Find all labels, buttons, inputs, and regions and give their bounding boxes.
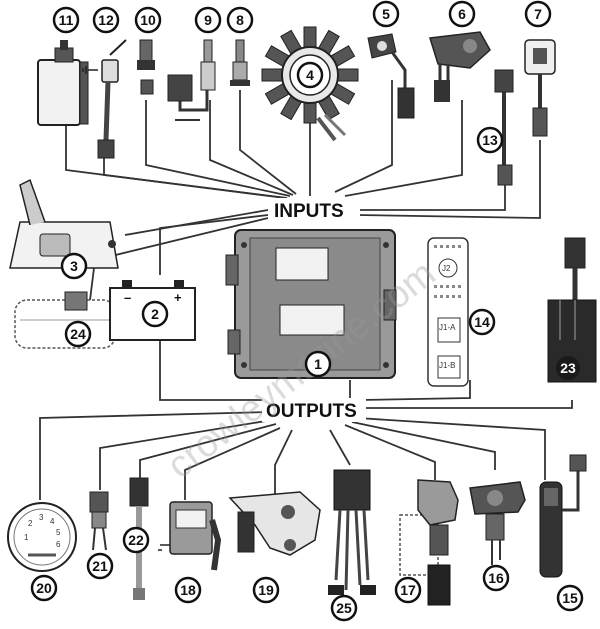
component-11-relay-box [37,40,89,126]
component-18-ignition-coil [158,501,222,571]
component-7-map-sensor [524,39,556,137]
component-13-harness [494,69,514,186]
component-12-sender [82,39,127,159]
callout-4-number: 4 [306,67,314,83]
callout-4: 4 [296,61,324,89]
callout-1: 1 [304,350,332,378]
inputs-heading-bg [268,198,360,222]
callout-21-number: 21 [92,558,108,574]
callout-7-number: 7 [534,6,542,22]
callout-6: 6 [448,0,476,28]
component-1-ecm [225,229,397,379]
callout-23: 23 [556,356,580,380]
callout-2: 2 [141,300,169,328]
callouts: 11 12 10 9 8 4 5 6 [30,0,584,622]
callout-14: 14 [468,308,496,336]
component-20-gauge: 1 2 3 4 5 6 [7,502,77,572]
callout-24: 24 [64,320,92,348]
callout-23-number: 23 [560,360,576,376]
callout-15-number: 15 [562,590,578,606]
callout-22: 22 [122,526,150,554]
callout-10-number: 10 [140,12,156,28]
component-8-sensor [230,39,250,86]
callout-21: 21 [86,552,114,580]
component-25-wiring-harness [328,469,376,595]
callout-3-number: 3 [70,258,78,274]
callout-18-number: 18 [180,582,196,598]
callout-19-number: 19 [258,582,274,598]
component-24-fuel-tank [14,291,116,349]
callout-20: 20 [30,574,58,602]
component-4-stator [261,26,359,142]
battery-plus-symbol: + [174,290,182,305]
outputs-heading: OUTPUTS [266,401,357,422]
output-leader-lines [39,340,573,500]
callout-17-number: 17 [400,582,416,598]
component-19-injector [228,491,321,556]
callout-8-number: 8 [236,12,244,28]
callout-11-number: 11 [59,12,74,28]
callout-10: 10 [134,6,162,34]
callout-25-number: 25 [336,600,352,616]
callout-22-number: 22 [128,532,144,548]
outputs-heading-bg [262,398,366,422]
callout-16-number: 16 [488,570,504,586]
callout-3: 3 [60,252,88,280]
component-3-remote-control [9,178,119,269]
component-6-tps [429,31,491,102]
callout-25: 25 [330,594,358,622]
gauge-digit-4: 4 [50,517,55,526]
j1a-label: J1-A [439,323,456,332]
callout-13-number: 13 [482,132,498,148]
battery-minus-symbol: – [124,290,131,305]
callout-8: 8 [226,6,254,34]
gauge-digit-6: 6 [56,540,61,549]
callout-15: 15 [556,584,584,612]
callout-5: 5 [372,0,400,28]
callout-18: 18 [174,576,202,604]
callout-9: 9 [194,6,222,34]
callout-9-number: 9 [204,12,212,28]
component-9-sensor-plug [167,39,216,121]
callout-14-number: 14 [474,314,490,330]
inputs-heading: INPUTS [274,201,344,222]
callout-6-number: 6 [458,6,466,22]
callout-11: 11 [52,6,80,34]
gauge-digit-2: 2 [28,519,33,528]
callout-12-number: 12 [98,12,114,28]
callout-12: 12 [92,6,120,34]
callout-7: 7 [524,0,552,28]
callout-5-number: 5 [382,6,390,22]
callout-19: 19 [252,576,280,604]
callout-24-number: 24 [70,326,86,342]
component-15-pump [539,454,587,578]
component-17-fuel-pump [399,479,459,606]
callout-20-number: 20 [36,580,52,596]
callout-17: 17 [394,576,422,604]
gauge-digit-5: 5 [56,528,61,537]
callout-16: 16 [482,564,510,592]
component-5-crank-sensor [367,33,415,119]
callout-1-number: 1 [314,356,322,372]
gauge-digit-3: 3 [39,513,44,522]
component-21-connector [89,491,109,551]
component-14-connector-pinout: J2 J1-A J1-B [427,237,469,387]
gauge-digit-1: 1 [24,533,29,542]
component-16-pressure-regulator [469,481,526,565]
j2-label: J2 [442,264,451,273]
callout-13: 13 [476,126,504,154]
j1b-label: J1-B [439,361,455,370]
component-10-sensor [137,39,155,95]
callout-2-number: 2 [151,306,159,322]
